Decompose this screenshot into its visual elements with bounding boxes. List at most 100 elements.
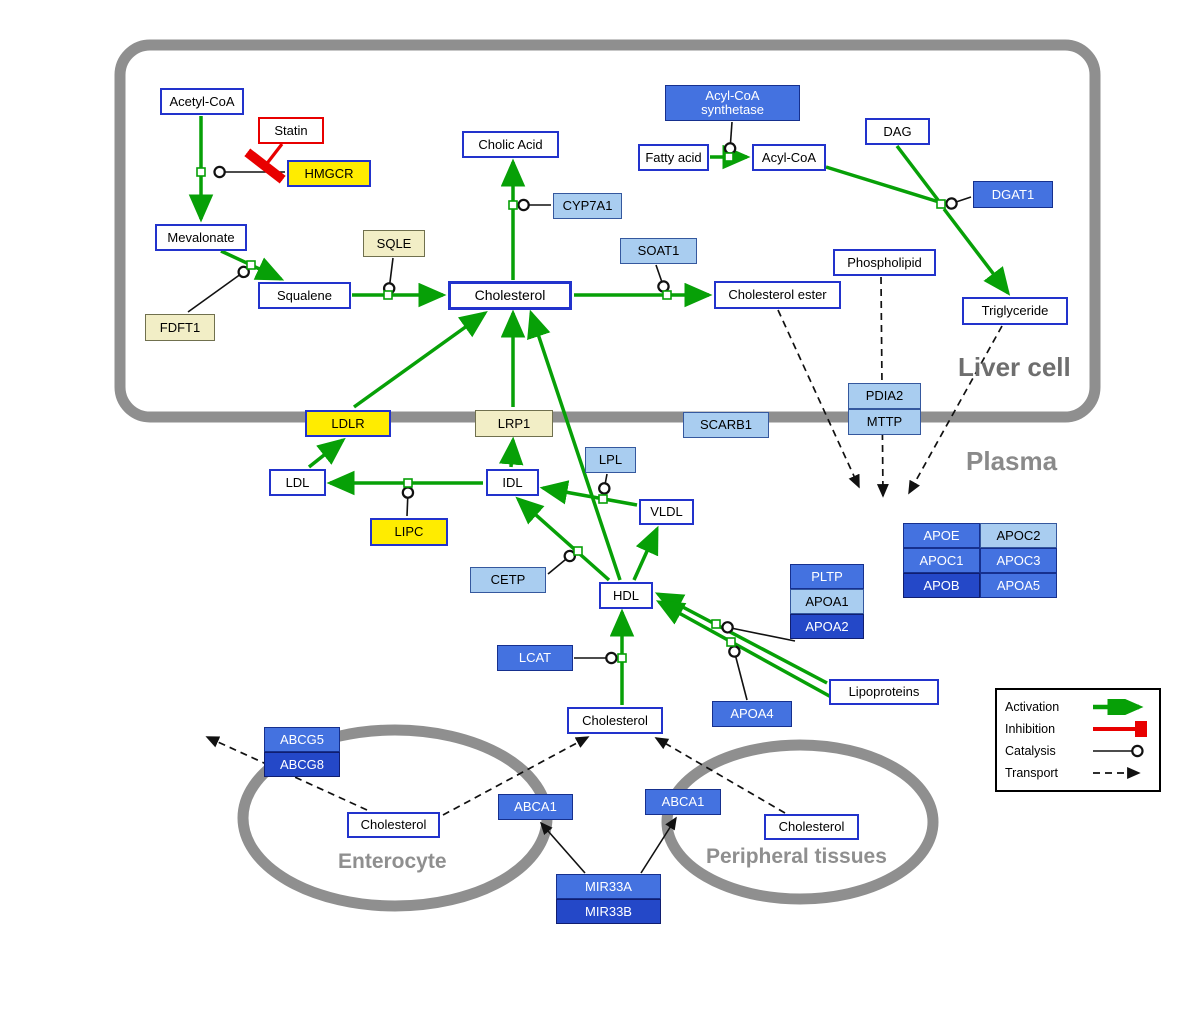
node-abcg8[interactable]: ABCG8 xyxy=(264,752,340,777)
node-apoe[interactable]: APOE xyxy=(903,523,980,548)
node-apoa4[interactable]: APOA4 xyxy=(712,701,792,727)
activation-arrow-icon xyxy=(1093,699,1144,715)
edges-group xyxy=(187,116,1011,874)
node-dag[interactable]: DAG xyxy=(865,118,930,145)
node-statin[interactable]: Statin xyxy=(258,117,324,144)
node-squalene[interactable]: Squalene xyxy=(258,282,351,309)
node-sqle[interactable]: SQLE xyxy=(363,230,425,257)
edge-catalysis xyxy=(655,264,670,293)
reaction-node xyxy=(617,653,627,663)
node-pltp[interactable]: PLTP xyxy=(790,564,864,589)
reaction-node xyxy=(246,260,256,270)
node-lipc[interactable]: LIPC xyxy=(370,518,448,546)
node-cholic-acid[interactable]: Cholic Acid xyxy=(462,131,559,158)
node-abca1-right[interactable]: ABCA1 xyxy=(645,789,721,815)
edge-line xyxy=(825,165,940,204)
node-apoc3[interactable]: APOC3 xyxy=(980,548,1057,573)
node-cholesterol-peripheral[interactable]: Cholesterol xyxy=(764,814,859,840)
edge-activation xyxy=(655,600,834,700)
node-ldlr[interactable]: LDLR xyxy=(305,410,391,437)
node-cyp7a1[interactable]: CYP7A1 xyxy=(553,193,622,219)
node-apoc2[interactable]: APOC2 xyxy=(980,523,1057,548)
edge-catalysis xyxy=(723,121,737,155)
node-scarb1[interactable]: SCARB1 xyxy=(683,412,769,438)
edge-catalysis xyxy=(721,621,796,642)
node-abca1-left[interactable]: ABCA1 xyxy=(498,794,573,820)
node-ldl[interactable]: LDL xyxy=(269,469,326,496)
node-phospholipid[interactable]: Phospholipid xyxy=(833,249,936,276)
node-cholesterol-plasma[interactable]: Cholesterol xyxy=(567,707,663,734)
edge-activation xyxy=(352,310,488,409)
legend-row-inhibition: Inhibition xyxy=(1005,718,1151,740)
node-apoa2[interactable]: APOA2 xyxy=(790,614,864,639)
edge-catalysis xyxy=(598,473,611,495)
edge-activation xyxy=(527,309,622,581)
node-mir33b[interactable]: MIR33B xyxy=(556,899,661,924)
node-apob[interactable]: APOB xyxy=(903,573,980,598)
edge-activation xyxy=(632,525,659,581)
legend-row-transport: Transport xyxy=(1005,762,1151,784)
edge-catalysis xyxy=(728,645,748,701)
node-cetp[interactable]: CETP xyxy=(470,567,546,593)
edge-transport xyxy=(442,736,590,816)
node-lcat[interactable]: LCAT xyxy=(497,645,573,671)
edge-transport xyxy=(908,325,1003,495)
node-apoa1[interactable]: APOA1 xyxy=(790,589,864,614)
edge-catalysis xyxy=(401,486,415,517)
node-mir33a[interactable]: MIR33A xyxy=(556,874,661,899)
reaction-node xyxy=(662,290,672,300)
node-acyl-coa-synthetase[interactable]: Acyl-CoA synthetase xyxy=(665,85,800,121)
node-soat1[interactable]: SOAT1 xyxy=(620,238,697,264)
node-cholesterol-enterocyte[interactable]: Cholesterol xyxy=(347,812,440,838)
node-mevalonate[interactable]: Mevalonate xyxy=(155,224,247,251)
node-acyl-coa[interactable]: Acyl-CoA xyxy=(752,144,826,171)
node-dgat1[interactable]: DGAT1 xyxy=(973,181,1053,208)
node-acetyl-coa[interactable]: Acetyl-CoA xyxy=(160,88,244,115)
edge-catalysis xyxy=(187,265,250,313)
node-mttp[interactable]: MTTP xyxy=(848,409,921,435)
reaction-node xyxy=(403,478,413,488)
reaction-node xyxy=(383,290,393,300)
node-fdft1[interactable]: FDFT1 xyxy=(145,314,215,341)
edge-activation xyxy=(942,207,1011,296)
node-abcg5[interactable]: ABCG5 xyxy=(264,727,340,752)
node-lipoproteins[interactable]: Lipoproteins xyxy=(829,679,939,705)
edge-activation xyxy=(307,437,346,469)
edge-catalysis xyxy=(547,549,577,575)
node-hdl[interactable]: HDL xyxy=(599,582,653,609)
reaction-node xyxy=(936,199,946,209)
liver-cell-membrane xyxy=(114,39,1101,423)
legend-activation-label: Activation xyxy=(1005,700,1060,714)
node-fatty-acid[interactable]: Fatty acid xyxy=(638,144,709,171)
catalysis-circle-icon xyxy=(1093,744,1144,758)
reaction-node xyxy=(724,152,734,162)
legend-transport-label: Transport xyxy=(1005,766,1059,780)
node-triglyceride[interactable]: Triglyceride xyxy=(962,297,1068,325)
node-apoc1[interactable]: APOC1 xyxy=(903,548,980,573)
node-vldl[interactable]: VLDL xyxy=(639,499,694,525)
plasma-label: Plasma xyxy=(966,446,1058,476)
node-lrp1[interactable]: LRP1 xyxy=(475,410,553,437)
node-hmgcr[interactable]: HMGCR xyxy=(287,160,371,187)
node-idl[interactable]: IDL xyxy=(486,469,539,496)
node-cholesterol-ester[interactable]: Cholesterol ester xyxy=(714,281,841,309)
edge-activation xyxy=(515,496,611,582)
node-lpl[interactable]: LPL xyxy=(585,447,636,473)
enterocyte-label: Enterocyte xyxy=(338,850,447,873)
edge-inhibition xyxy=(244,143,286,184)
legend-row-activation: Activation xyxy=(1005,696,1151,718)
peripheral-tissues-label: Peripheral tissues xyxy=(706,845,887,868)
node-pdia2[interactable]: PDIA2 xyxy=(848,383,921,409)
transport-dashed-arrow-icon xyxy=(1093,767,1141,779)
inhibition-tbar-icon xyxy=(1093,721,1147,737)
edge-activation xyxy=(498,436,524,468)
node-cholesterol-liver[interactable]: Cholesterol xyxy=(448,281,572,310)
node-apoa5[interactable]: APOA5 xyxy=(980,573,1057,598)
edge-activation xyxy=(539,480,638,507)
edge-transport xyxy=(654,737,786,814)
legend-inhibition-label: Inhibition xyxy=(1005,722,1056,736)
reaction-node xyxy=(711,619,721,629)
edge-catalysis xyxy=(382,257,396,295)
reaction-node xyxy=(726,637,736,647)
